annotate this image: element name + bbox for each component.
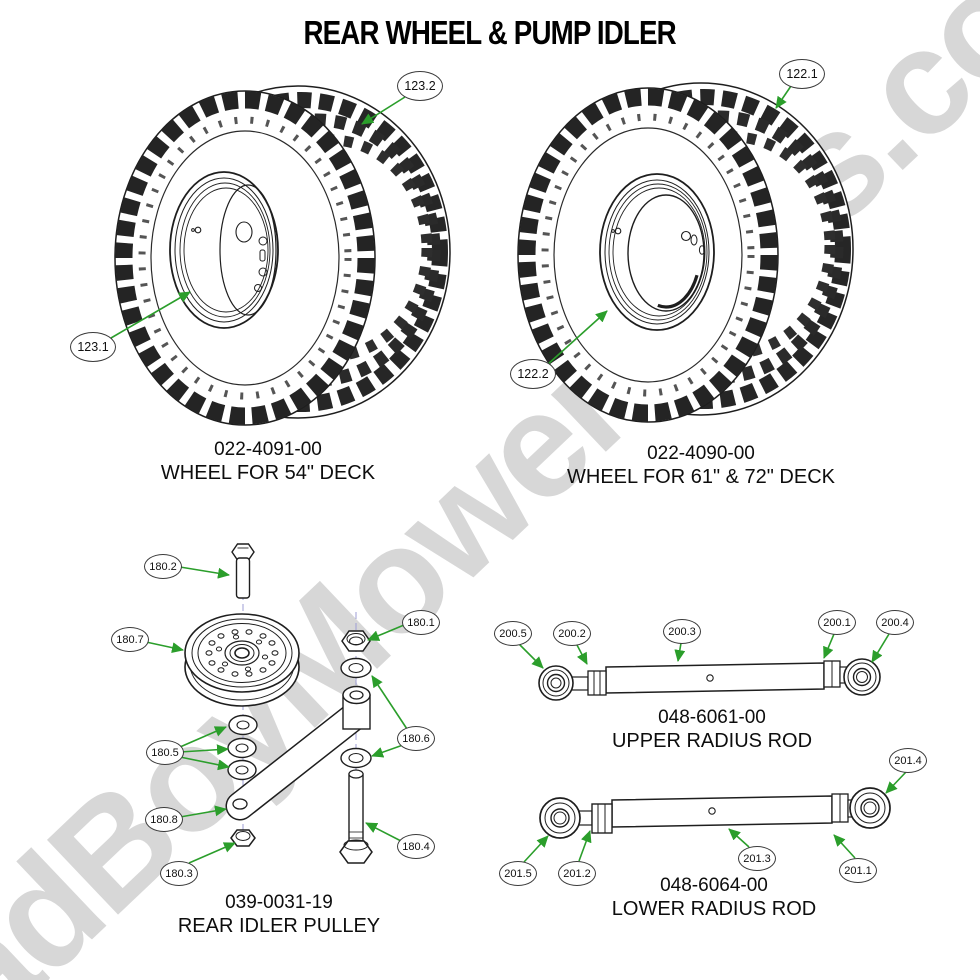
- wheel-54-part-name: WHEEL FOR 54" DECK: [160, 462, 376, 484]
- lower-radius-rod-part-name: LOWER RADIUS ROD: [611, 898, 817, 920]
- callout-201-5[interactable]: 201.5: [499, 861, 537, 886]
- callout-180-1[interactable]: 180.1: [402, 610, 440, 635]
- lower-radius-rod-caption: 048-6064-00 LOWER RADIUS ROD: [534, 874, 894, 921]
- lower-radius-rod-drawing: [539, 787, 891, 839]
- rear-idler-pulley-caption: 039-0031-19 REAR IDLER PULLEY: [99, 891, 459, 938]
- callout-123-1[interactable]: 123.1: [70, 332, 116, 362]
- rear-idler-pulley-part-number: 039-0031-19: [225, 892, 333, 913]
- wheel-61-72-rim: [599, 173, 715, 331]
- upper-radius-rod-part-number: 048-6061-00: [658, 707, 766, 728]
- callout-201-2[interactable]: 201.2: [558, 861, 596, 886]
- page-title: REAR WHEEL & PUMP IDLER: [0, 14, 980, 52]
- rear-idler-pulley-drawing: [184, 543, 373, 864]
- callout-180-5[interactable]: 180.5: [146, 740, 184, 765]
- pulley-holes: [205, 629, 279, 677]
- rear-idler-pulley-part-name: REAR IDLER PULLEY: [177, 915, 381, 937]
- callout-200-5[interactable]: 200.5: [494, 621, 532, 646]
- callout-123-2[interactable]: 123.2: [397, 71, 443, 101]
- page-title-text: REAR WHEEL & PUMP IDLER: [303, 14, 677, 51]
- callout-201-1[interactable]: 201.1: [839, 858, 877, 883]
- wheel-54-part-number: 022-4091-00: [214, 439, 322, 460]
- wheel-61-72-part-name: WHEEL FOR 61" & 72" DECK: [567, 466, 835, 488]
- callout-200-1[interactable]: 200.1: [818, 610, 856, 635]
- callout-180-7[interactable]: 180.7: [111, 627, 149, 652]
- wheel-61-72-caption: 022-4090-00 WHEEL FOR 61" & 72" DECK: [521, 442, 881, 489]
- callout-180-4[interactable]: 180.4: [397, 834, 435, 859]
- callout-122-1[interactable]: 122.1: [779, 59, 825, 89]
- callout-arrows: [110, 85, 907, 864]
- callout-200-2[interactable]: 200.2: [553, 621, 591, 646]
- wheel-54-rim: [169, 171, 279, 329]
- callout-200-4[interactable]: 200.4: [876, 610, 914, 635]
- callout-180-3[interactable]: 180.3: [160, 861, 198, 886]
- wheel-54-drawing: [115, 86, 450, 425]
- upper-radius-rod-part-name: UPPER RADIUS ROD: [611, 730, 813, 752]
- callout-201-4[interactable]: 201.4: [889, 748, 927, 773]
- callout-180-6[interactable]: 180.6: [397, 726, 435, 751]
- wheel-61-72-drawing: [518, 83, 853, 422]
- callout-122-2[interactable]: 122.2: [510, 359, 556, 389]
- wheel-54-caption: 022-4091-00 WHEEL FOR 54" DECK: [88, 438, 448, 485]
- upper-radius-rod-caption: 048-6061-00 UPPER RADIUS ROD: [532, 706, 892, 753]
- callout-200-3[interactable]: 200.3: [663, 619, 701, 644]
- callout-180-2[interactable]: 180.2: [144, 554, 182, 579]
- callout-201-3[interactable]: 201.3: [738, 846, 776, 871]
- lower-radius-rod-part-number: 048-6064-00: [660, 875, 768, 896]
- upper-radius-rod-drawing: [538, 658, 881, 701]
- callout-180-8[interactable]: 180.8: [145, 807, 183, 832]
- pulley-washers: [227, 714, 258, 781]
- wheel-61-72-part-number: 022-4090-00: [647, 443, 755, 464]
